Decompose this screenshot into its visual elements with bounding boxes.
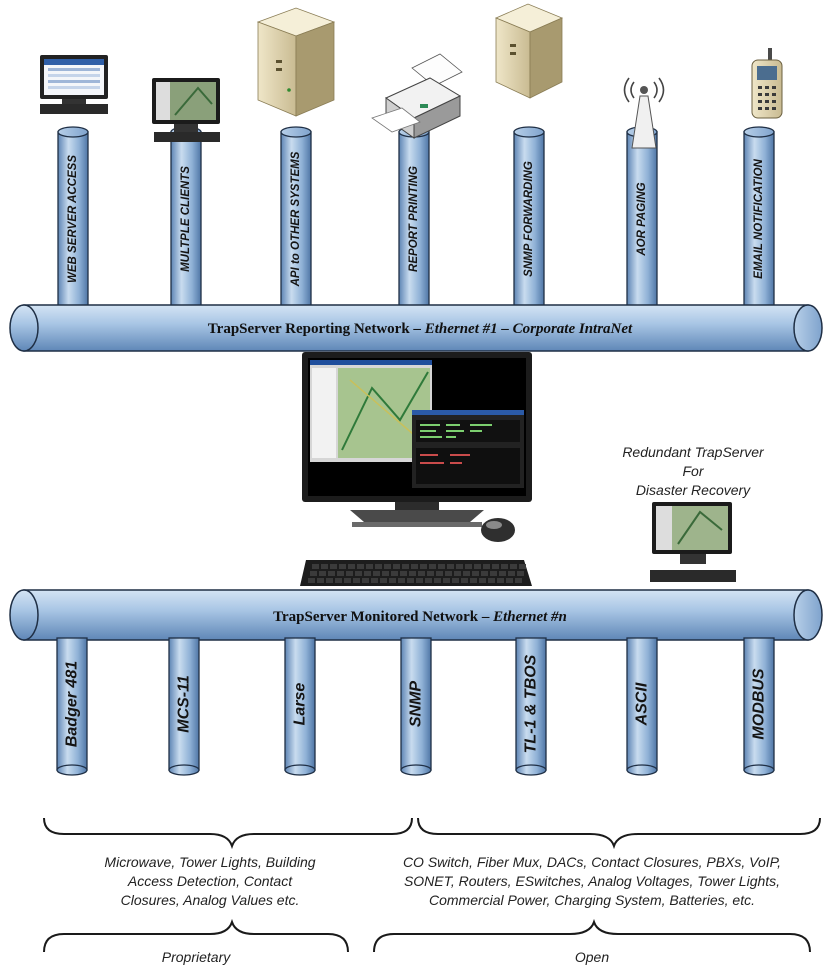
proprietary-label: Proprietary: [161, 949, 231, 965]
service-pipe-label-6: EMAIL NOTIFICATION: [753, 158, 765, 278]
monitored-network-label: TrapServer Monitored Network – Ethernet …: [273, 609, 567, 625]
service-pipe-label-4: SNMP FORWARDING: [523, 161, 535, 277]
proprietary-line2: Access Detection, Contact: [127, 873, 293, 889]
service-pipe-label-0: WEB SERVER ACCESS: [67, 155, 79, 283]
service-pipe-label-5: AOR PAGING: [636, 182, 648, 256]
client-monitor-icon: [152, 78, 220, 142]
redundant-server-caption: Redundant TrapServer For Disaster Recove…: [598, 443, 788, 500]
service-pipe-2: API to OTHER SYSTEMS: [280, 126, 312, 307]
protocol-pipe-label-5: ASCII: [634, 682, 651, 726]
reporting-network-label: TrapServer Reporting Network – Ethernet …: [208, 321, 633, 337]
protocol-pipe-4: TL-1 & TBOS: [515, 637, 547, 776]
service-pipe-1: MULTPLE CLIENTS: [170, 126, 202, 307]
redundant-server-icon: [650, 502, 736, 582]
open-line1: CO Switch, Fiber Mux, DACs, Contact Clos…: [402, 854, 782, 870]
monitored-network-bus: TrapServer Monitored Network – Ethernet …: [9, 589, 823, 641]
open-label: Open: [574, 949, 610, 965]
open-top-brace: [417, 817, 821, 850]
protocol-pipe-2: Larse: [284, 637, 316, 776]
protocol-pipe-0: Badger 481: [56, 637, 88, 776]
protocol-pipes: Badger 481 MCS-11 Larse SNMP TL-1 & TBOS ASCI…: [56, 637, 775, 776]
service-pipe-label-3: REPORT PRINTING: [408, 166, 420, 272]
server-tower-icon: [256, 7, 336, 117]
protocol-pipe-3: SNMP: [400, 637, 432, 776]
protocol-pipe-label-3: SNMP: [408, 681, 425, 728]
reporting-network-bus: TrapServer Reporting Network – Ethernet …: [9, 304, 823, 352]
service-pipe-6: EMAIL NOTIFICATION: [743, 126, 775, 307]
service-pipe-4: SNMP FORWARDING: [513, 126, 545, 307]
proprietary-line3: Closures, Analog Values etc.: [120, 892, 300, 908]
printer-icon: [371, 53, 463, 139]
cell-phone-icon: [751, 48, 783, 119]
proprietary-top-brace: [43, 817, 413, 850]
open-line3: Commercial Power, Charging System, Batte…: [428, 892, 755, 908]
protocol-pipe-1: MCS-11: [168, 637, 200, 776]
redundant-caption-line3: Disaster Recovery: [635, 482, 751, 498]
protocol-pipe-label-6: MODBUS: [751, 668, 768, 739]
service-pipe-5: AOR PAGING: [626, 126, 658, 307]
protocol-pipe-label-4: TL-1 & TBOS: [523, 654, 540, 753]
small-server-icon: [494, 3, 564, 99]
proprietary-line1: Microwave, Tower Lights, Building: [104, 854, 316, 870]
open-bottom-brace: [373, 918, 811, 953]
protocol-pipe-label-0: Badger 481: [64, 661, 81, 747]
protocol-pipe-6: MODBUS: [743, 637, 775, 776]
web-monitor-icon: [40, 55, 108, 114]
protocol-pipe-label-2: Larse: [292, 683, 309, 726]
redundant-caption-line1: Redundant TrapServer: [622, 444, 764, 460]
open-line2: SONET, Routers, ESwitches, Analog Voltag…: [403, 873, 781, 889]
proprietary-bottom-brace: [43, 918, 349, 953]
top-service-pipes: WEB SERVER ACCESS MULTPLE CLIENTS API to O…: [57, 126, 775, 307]
paging-antenna-icon: [623, 77, 665, 149]
service-pipe-0: WEB SERVER ACCESS: [57, 126, 89, 307]
service-pipe-label-2: API to OTHER SYSTEMS: [290, 151, 302, 287]
service-pipe-label-1: MULTPLE CLIENTS: [180, 166, 192, 272]
protocol-pipe-5: ASCII: [626, 637, 658, 776]
trapserver-workstation-icon: [300, 352, 532, 586]
proprietary-description: Microwave, Tower Lights, Building Access…: [40, 853, 380, 910]
redundant-caption-line2: For: [682, 463, 704, 479]
open-description: CO Switch, Fiber Mux, DACs, Contact Clos…: [362, 853, 822, 910]
service-pipe-3: REPORT PRINTING: [398, 126, 430, 307]
protocol-pipe-label-1: MCS-11: [176, 675, 193, 733]
